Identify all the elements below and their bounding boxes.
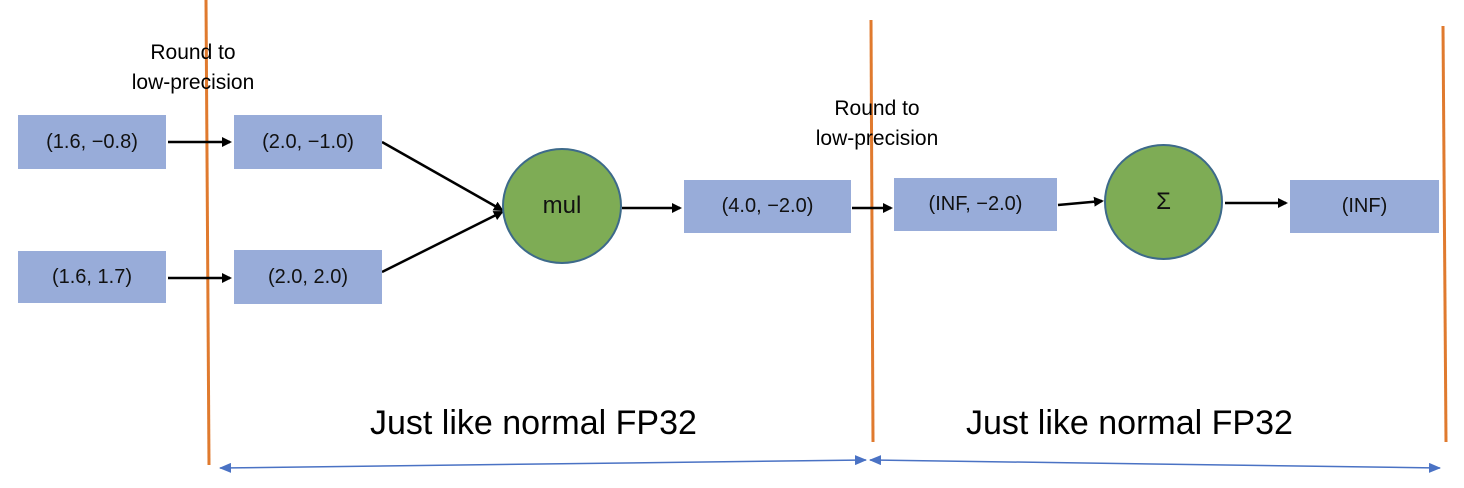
- divider-line-1: [204, 0, 211, 466]
- sum-operator: Σ: [1104, 144, 1223, 260]
- arrow-rounded-to-sum: [1057, 196, 1104, 207]
- mul-operator: mul: [502, 148, 622, 264]
- round-note-1: Round to low-precision: [131, 41, 255, 94]
- product-box: (4.0, −2.0): [684, 180, 851, 233]
- rounded-product-box: (INF, −2.0): [894, 178, 1057, 231]
- rounded-box-a: (2.0, −1.0): [234, 115, 382, 169]
- round-note-2: Round to low-precision: [815, 97, 939, 150]
- region-label-right: Just like normal FP32: [966, 404, 1293, 442]
- divider-line-3: [1441, 25, 1448, 443]
- input-box-a: (1.6, −0.8): [18, 115, 166, 169]
- span-arrow-left: [219, 455, 867, 473]
- arrow-rounded-b-to-mul: [381, 210, 504, 274]
- region-label-left: Just like normal FP32: [370, 404, 697, 442]
- input-box-b: (1.6, 1.7): [18, 251, 166, 303]
- rounded-box-b: (2.0, 2.0): [234, 250, 382, 304]
- span-arrow-right: [869, 455, 1441, 473]
- arrow-rounded-a-to-mul: [381, 140, 504, 212]
- divider-line-2: [869, 19, 875, 443]
- result-box: (INF): [1290, 180, 1439, 233]
